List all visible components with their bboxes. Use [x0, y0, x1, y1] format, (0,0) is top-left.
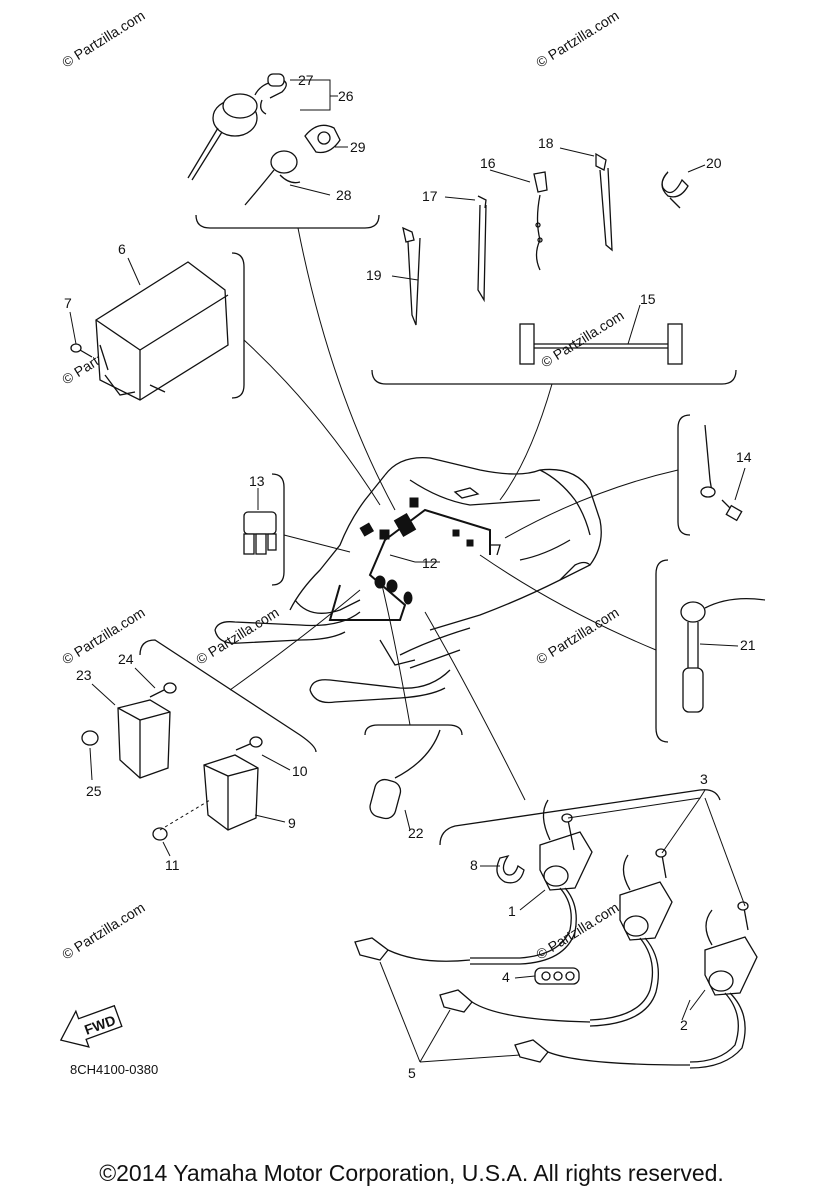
watermark: © Partzilla.com	[59, 604, 147, 668]
callout-16[interactable]: 16	[480, 155, 496, 171]
part-22	[369, 729, 441, 820]
bolt-7	[70, 343, 93, 358]
watermark-dark: © Partzilla.com	[538, 307, 626, 371]
callout-19[interactable]: 19	[366, 267, 382, 283]
copyright-footer: ©2014 Yamaha Motor Corporation, U.S.A. A…	[99, 1160, 724, 1186]
callout-8[interactable]: 8	[470, 857, 478, 873]
group-brackets	[139, 214, 737, 846]
part-14	[700, 424, 743, 522]
callout-7[interactable]: 7	[64, 295, 72, 311]
callout-18[interactable]: 18	[538, 135, 554, 151]
relay-parts	[81, 682, 263, 841]
callout-3[interactable]: 3	[700, 771, 708, 787]
callout-14[interactable]: 14	[736, 449, 752, 465]
label-leaders	[69, 79, 746, 1063]
clip-parts	[402, 152, 689, 365]
watermark: © Partzilla.com	[59, 7, 147, 71]
part-13	[243, 511, 277, 555]
callout-21[interactable]: 21	[740, 637, 756, 653]
callout-2[interactable]: 2	[680, 1017, 688, 1033]
callout-1[interactable]: 1	[508, 903, 516, 919]
callout-15[interactable]: 15	[640, 291, 656, 307]
document-number: 8CH4100-0380	[70, 1062, 159, 1077]
part-28	[244, 150, 301, 206]
callout-27[interactable]: 27	[298, 72, 314, 88]
callout-9[interactable]: 9	[288, 815, 296, 831]
callout-10[interactable]: 10	[292, 763, 308, 779]
watermark: © Partzilla.com	[533, 7, 621, 71]
fwd-arrow-icon: FWD	[59, 1004, 123, 1048]
callout-5[interactable]: 5	[408, 1065, 416, 1081]
callout-28[interactable]: 28	[336, 187, 352, 203]
callout-6[interactable]: 6	[118, 241, 126, 257]
callout-4[interactable]: 4	[502, 969, 510, 985]
callout-24[interactable]: 24	[118, 651, 134, 667]
callout-20[interactable]: 20	[706, 155, 722, 171]
watermark: © Partzilla.com	[59, 899, 147, 963]
callout-22[interactable]: 22	[408, 825, 424, 841]
snowmobile-body	[214, 456, 602, 704]
callout-23[interactable]: 23	[76, 667, 92, 683]
callout-25[interactable]: 25	[86, 783, 102, 799]
callout-13[interactable]: 13	[249, 473, 265, 489]
watermark: © Partzilla.com	[193, 604, 281, 668]
part-21	[680, 597, 766, 713]
ignition-parts	[354, 799, 758, 1069]
part-29	[304, 124, 341, 154]
callout-12[interactable]: 12	[422, 555, 438, 571]
callout-17[interactable]: 17	[422, 188, 438, 204]
ecu-part	[95, 261, 229, 401]
callouts: 1 2 3 4 5 6 7 8 9 10 11 12 13 14 15 16 1…	[64, 72, 756, 1081]
callout-11[interactable]: 11	[165, 857, 180, 873]
callout-26[interactable]: 26	[338, 88, 354, 104]
main-switch-part	[187, 73, 287, 181]
callout-29[interactable]: 29	[350, 139, 366, 155]
